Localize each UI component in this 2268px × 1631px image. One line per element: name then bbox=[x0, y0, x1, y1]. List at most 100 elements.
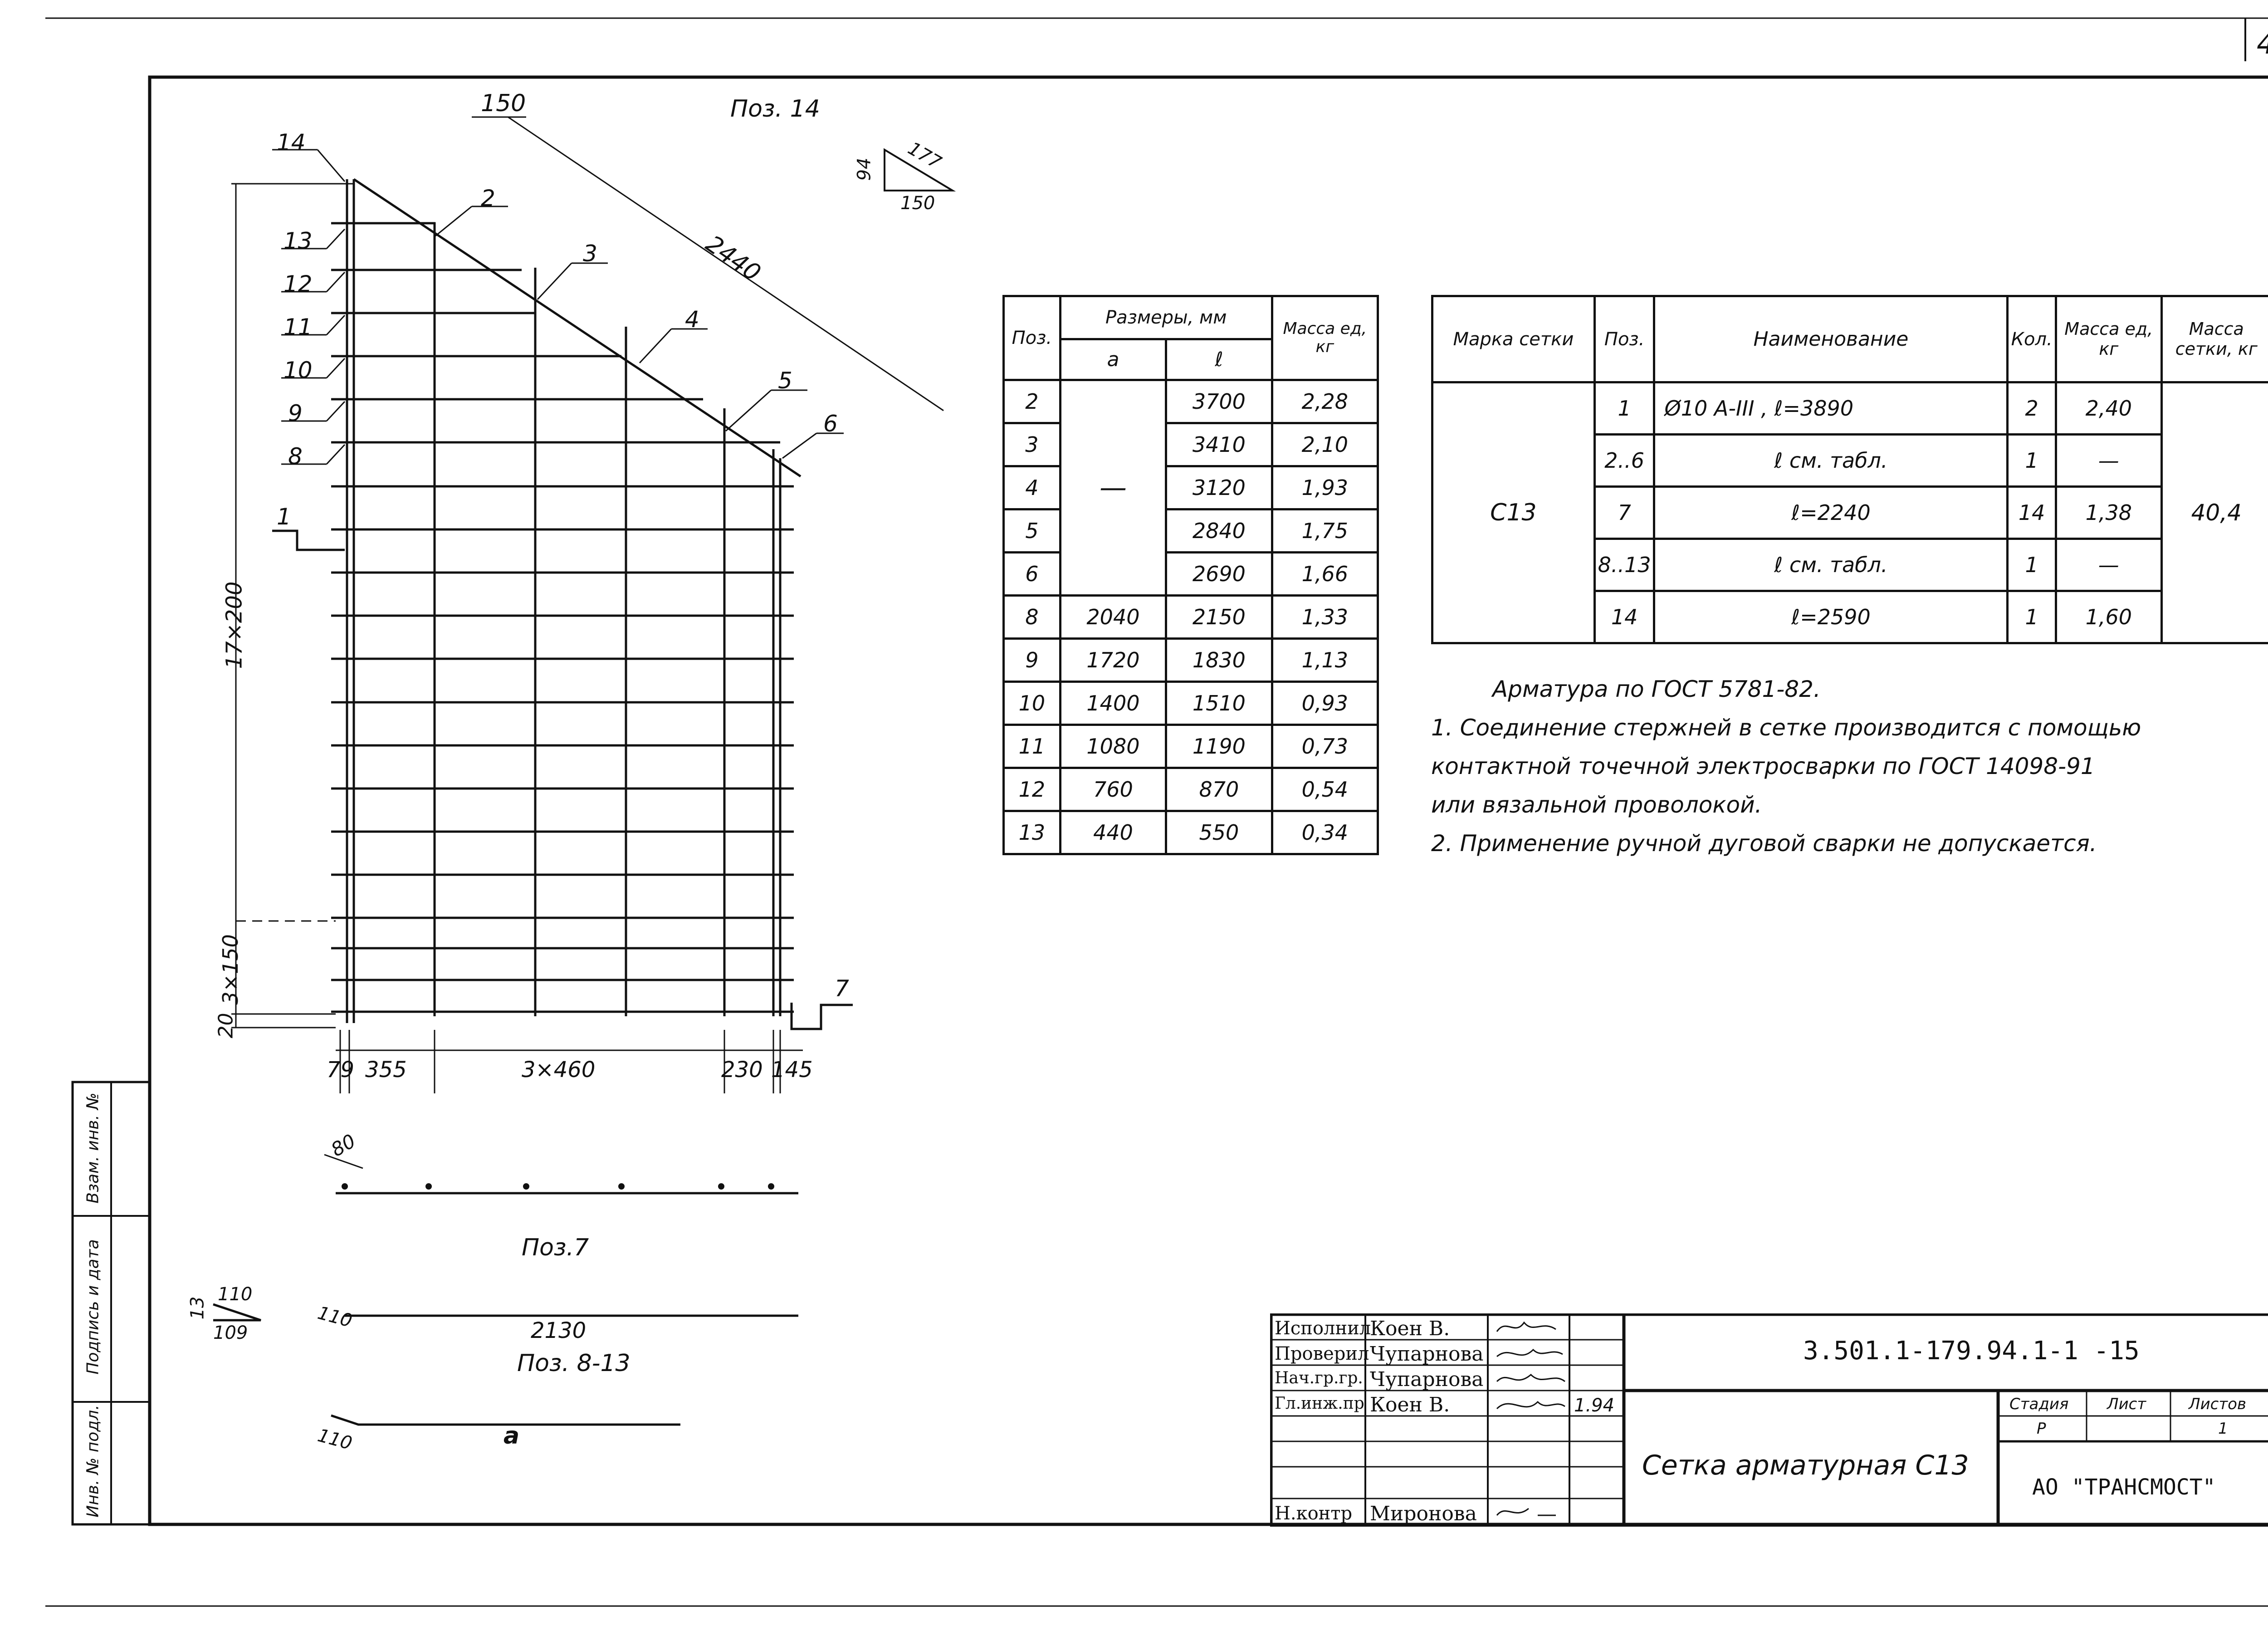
dim-17x200: 17×200 bbox=[221, 581, 247, 669]
spec-row-name: ℓ см. табл. bbox=[1653, 433, 2009, 488]
spec-row-qty: 1 bbox=[2006, 590, 2057, 644]
pos14-tri-leg-v: 94 bbox=[854, 157, 875, 181]
signatures bbox=[1496, 1321, 1565, 1516]
pos-a-detail bbox=[331, 1414, 680, 1426]
title-block-grid bbox=[1270, 1313, 2268, 1527]
sizes-header-sizes: Размеры, мм bbox=[1059, 295, 1273, 340]
spec-header-name: Наименование bbox=[1653, 295, 2009, 383]
pos7-detail bbox=[324, 1154, 798, 1195]
stage-header: Стадия bbox=[2009, 1395, 2069, 1413]
spec-row-qty: 1 bbox=[2006, 433, 2057, 488]
sizes-header-l: ℓ bbox=[1165, 338, 1273, 381]
name-checker: Чупарнова bbox=[1370, 1342, 1484, 1366]
mark-2: 2 bbox=[481, 185, 495, 211]
sizes-row-pos: 6 bbox=[1002, 551, 1061, 597]
spec-row-pos: 1 bbox=[1593, 381, 1656, 436]
sizes-row-l: 2690 bbox=[1165, 551, 1273, 597]
note-line: контактной точечной электросварки по ГОС… bbox=[1431, 753, 2095, 779]
sizes-row-m: 0,54 bbox=[1271, 767, 1379, 812]
dim-355: 355 bbox=[365, 1057, 407, 1082]
role-executor: Исполнил bbox=[1275, 1318, 1371, 1339]
pos14-triangle bbox=[884, 148, 956, 191]
spec-mark: С13 bbox=[1431, 381, 1596, 644]
mesh-drawing bbox=[272, 178, 853, 1030]
sizes-row-a: 2040 bbox=[1059, 594, 1168, 640]
pos8-13-detail bbox=[213, 1303, 798, 1322]
pos8-13-tri-b: 13 bbox=[187, 1296, 208, 1320]
sizes-row-a: 440 bbox=[1059, 810, 1168, 855]
sizes-row-pos: 5 bbox=[1002, 508, 1061, 553]
sizes-row-pos: 9 bbox=[1002, 637, 1061, 683]
sheets-header: Листов bbox=[2189, 1395, 2247, 1413]
page-number: 45 bbox=[2257, 27, 2268, 61]
pos7-label: Поз.7 bbox=[522, 1234, 589, 1261]
spec-row-pos: 2..6 bbox=[1593, 433, 1656, 488]
note-line: или вязальной проволокой. bbox=[1431, 792, 1762, 818]
mark-14: 14 bbox=[277, 129, 306, 156]
role-norm-control: Н.контр bbox=[1275, 1503, 1353, 1524]
sizes-row-m: 2,10 bbox=[1271, 422, 1379, 467]
side-stamp-signature: Подпись и дата bbox=[83, 1239, 103, 1375]
sizes-row-m: 1,75 bbox=[1271, 508, 1379, 553]
spec-row-mass: 1,60 bbox=[2054, 590, 2163, 644]
spec-header-mass-unit: Масса ед, кг bbox=[2054, 295, 2163, 383]
note-line: 2. Применение ручной дуговой сварки не д… bbox=[1431, 830, 2097, 857]
mark-4: 4 bbox=[685, 306, 699, 333]
drawing-title: Сетка арматурная С13 bbox=[1642, 1450, 1969, 1481]
spec-row-name: ℓ=2590 bbox=[1653, 590, 2009, 644]
sizes-row-l: 1190 bbox=[1165, 724, 1273, 769]
mark-13: 13 bbox=[284, 228, 313, 254]
sizes-row-l: 1510 bbox=[1165, 681, 1273, 726]
sizes-row-l: 870 bbox=[1165, 767, 1273, 812]
mark-8: 8 bbox=[288, 443, 303, 470]
role-group-head: Нач.гр.гр. bbox=[1275, 1369, 1363, 1387]
mark-3: 3 bbox=[583, 240, 597, 267]
sizes-row-m: 1,33 bbox=[1271, 594, 1379, 640]
dim-3x460: 3×460 bbox=[522, 1057, 596, 1082]
sizes-row-a: 1080 bbox=[1059, 724, 1168, 769]
sizes-row-l: 3410 bbox=[1165, 422, 1273, 467]
sizes-row-m: 0,73 bbox=[1271, 724, 1379, 769]
name-executor: Коен В. bbox=[1370, 1317, 1450, 1340]
sizes-table: Поз. Размеры, мм Масса ед, кг a ℓ 2 — 37… bbox=[1002, 295, 1379, 855]
sizes-row-pos: 8 bbox=[1002, 594, 1061, 640]
pos8-13-tri-a: 110 bbox=[218, 1284, 253, 1305]
spec-row-pos: 8..13 bbox=[1593, 538, 1656, 592]
side-stamp-replaced: Взам. инв. № bbox=[83, 1092, 103, 1204]
dim-150-top: 150 bbox=[481, 90, 526, 117]
spec-table: Марка сетки Поз. Наименование Кол. Масса… bbox=[1431, 295, 2268, 644]
sizes-header-pos: Поз. bbox=[1002, 295, 1061, 381]
drawing-code: 3.501.1-179.94.1-1 -15 bbox=[1803, 1336, 2140, 1366]
spec-row-mass: — bbox=[2054, 433, 2163, 488]
name-group-head: Чупарнова bbox=[1370, 1368, 1484, 1391]
spec-row-pos: 7 bbox=[1593, 485, 1656, 540]
sizes-dash: — bbox=[1059, 379, 1168, 597]
spec-row-pos: 14 bbox=[1593, 590, 1656, 644]
spec-row-qty: 14 bbox=[2006, 485, 2057, 540]
spec-header-pos: Поз. bbox=[1593, 295, 1656, 383]
mark-11: 11 bbox=[284, 314, 313, 340]
mark-5: 5 bbox=[778, 367, 792, 394]
sizes-row-a: 760 bbox=[1059, 767, 1168, 812]
dim-79: 79 bbox=[327, 1057, 355, 1082]
note-line: Арматура по ГОСТ 5781-82. bbox=[1492, 676, 1821, 702]
sizes-row-pos: 13 bbox=[1002, 810, 1061, 855]
side-stamp-inventory: Инв. № подл. bbox=[83, 1405, 103, 1518]
role-checker: Проверил bbox=[1275, 1343, 1369, 1364]
sizes-row-pos: 12 bbox=[1002, 767, 1061, 812]
sizes-row-m: 1,13 bbox=[1271, 637, 1379, 683]
spec-header-mark: Марка сетки bbox=[1431, 295, 1596, 383]
pos8-13-tri-c: 109 bbox=[213, 1322, 248, 1343]
mark-7: 7 bbox=[835, 975, 849, 1002]
sizes-row-l: 3700 bbox=[1165, 379, 1273, 424]
mark-12: 12 bbox=[284, 271, 313, 297]
pos8-13-label: Поз. 8-13 bbox=[517, 1350, 631, 1377]
spec-header-mass-total: Масса сетки, кг bbox=[2160, 295, 2268, 383]
mark-6: 6 bbox=[823, 411, 838, 437]
name-norm-control: Миронова bbox=[1370, 1502, 1477, 1525]
company-name: АО "ТРАНСМОСТ" bbox=[2032, 1474, 2216, 1500]
note-line: 1. Соединение стержней в сетке производи… bbox=[1431, 715, 2141, 741]
sizes-row-l: 1830 bbox=[1165, 637, 1273, 683]
pos8-13-len: 2130 bbox=[531, 1318, 587, 1343]
